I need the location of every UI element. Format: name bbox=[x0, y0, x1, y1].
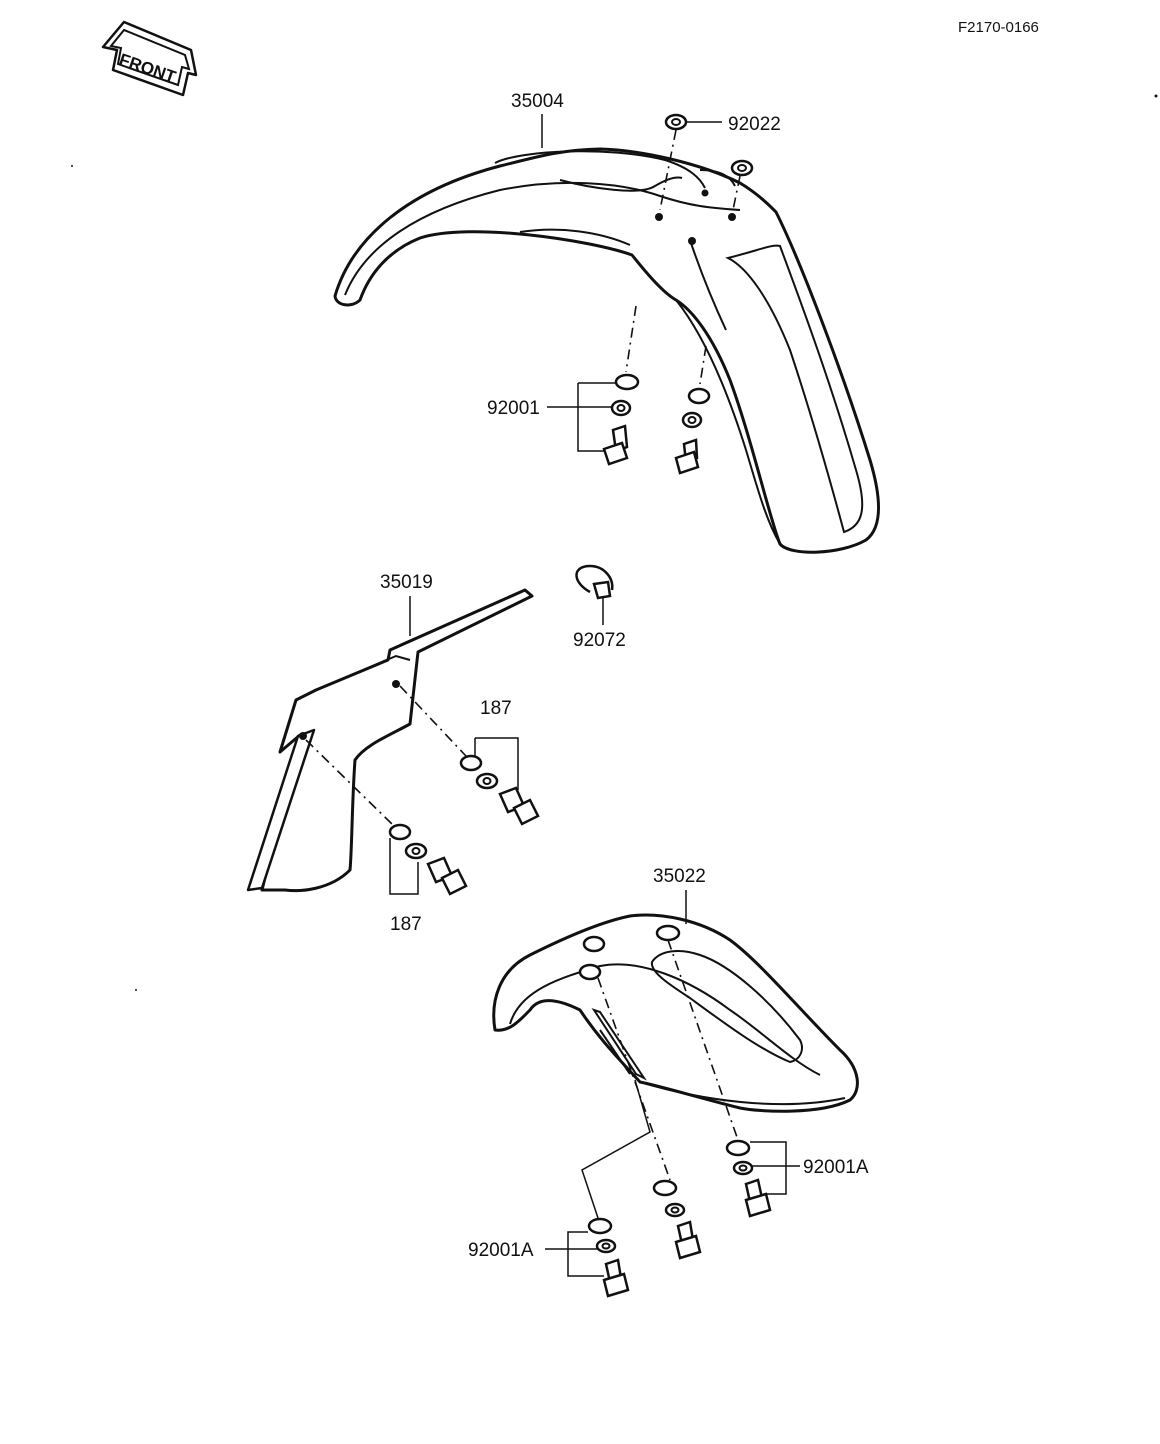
bolt-set-92001A-right-label: 92001A bbox=[803, 1157, 869, 1178]
rear-fender-35022 bbox=[492, 913, 859, 1113]
clamp-92072-label: 92072 bbox=[573, 630, 626, 651]
bolt-set-92001A-left bbox=[587, 1217, 630, 1298]
bolt-set-92001A-left-label: 92001A bbox=[468, 1240, 534, 1261]
bolt-set-187-lower bbox=[388, 823, 468, 896]
front-arrow-icon: FRONT bbox=[101, 20, 198, 97]
front-fender bbox=[333, 147, 880, 554]
bolt-set-187-upper-label: 187 bbox=[480, 698, 512, 719]
bolt-set-92001 bbox=[602, 373, 711, 475]
clamp-92072 bbox=[575, 564, 614, 600]
nut-92022 bbox=[664, 113, 754, 177]
bolt-set-center bbox=[652, 1179, 702, 1260]
bolt-set-187-lower-label: 187 bbox=[390, 914, 422, 935]
figure-code: F2170-0166 bbox=[958, 19, 1039, 36]
bolt-set-92001-label: 92001 bbox=[487, 398, 540, 419]
bolt-set-187-upper bbox=[459, 754, 540, 826]
bracket-35019-label: 35019 bbox=[380, 572, 433, 593]
nut-92022-label: 92022 bbox=[728, 114, 781, 135]
front-fender-label: 35004 bbox=[511, 91, 564, 112]
rear-fender-35022-label: 35022 bbox=[653, 866, 706, 887]
bracket-35019 bbox=[246, 588, 534, 893]
bolt-set-92001A-right bbox=[725, 1139, 772, 1218]
